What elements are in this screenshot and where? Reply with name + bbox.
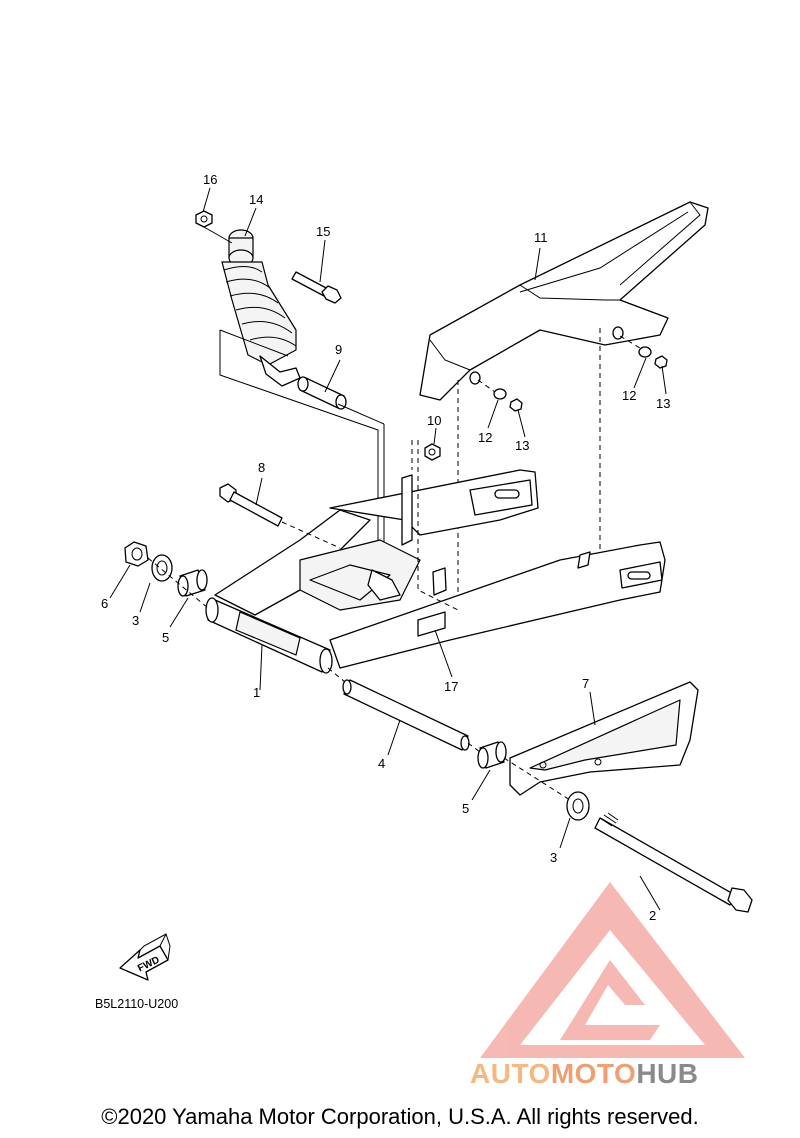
callout-5-left: 5 [162,630,169,645]
callout-5-right: 5 [462,801,469,816]
callout-10: 10 [427,413,441,428]
callout-1: 1 [253,685,260,700]
callout-12-right: 12 [622,388,636,403]
watermark-brand-moto: MOTO [550,1058,637,1089]
rear-shock-absorber [221,229,301,387]
callout-13-left: 13 [515,438,529,453]
collar [297,376,347,410]
pivot-bearing-left [177,569,208,597]
fwd-arrow-icon: FWD [119,933,171,981]
label-plate [417,611,446,637]
chain-case-washer-left [493,388,507,400]
callout-14: 14 [249,192,263,207]
chain-case [419,201,709,401]
callout-7: 7 [582,676,589,691]
callout-6: 6 [101,596,108,611]
callout-9: 9 [335,342,342,357]
callout-8: 8 [258,460,265,475]
watermark-brand-auto: AUTO [470,1058,551,1089]
pivot-shaft [342,679,470,751]
callout-13-right: 13 [656,396,670,411]
callout-leaders [109,187,667,911]
catalog-code: B5L2110-U200 [95,997,179,1011]
callout-17: 17 [444,679,458,694]
pivot-thrust-cover-right [566,791,590,821]
chain-case-washer-right [638,346,652,358]
callout-15: 15 [316,224,330,239]
pivot-shaft-bolt [594,812,753,913]
watermark-brand: AUTOMOTOHUB [470,1058,698,1090]
shock-upper-bolt [219,483,283,527]
chain-case-nut [424,443,441,461]
shock-lower-bolt [291,271,342,304]
watermark-logo [480,882,745,1058]
callout-4: 4 [378,756,385,771]
pivot-thrust-cover-left [151,554,173,582]
chain-case-bolt-right [654,355,668,369]
callout-11: 11 [534,230,548,245]
callout-16: 16 [203,172,217,187]
pivot-nut-left [124,541,149,567]
callout-3-left: 3 [132,613,139,628]
watermark-brand-hub: HUB [636,1058,699,1089]
copyright-notice: ©2020 Yamaha Motor Corporation, U.S.A. A… [101,1104,699,1129]
pivot-bearing-right [477,741,507,769]
callout-3-right: 3 [550,850,557,865]
shock-upper-nut [195,210,213,228]
callout-12-left: 12 [478,430,492,445]
swingarm [205,469,666,674]
chain-case-bolt-left [509,398,523,412]
watermark-letter-mark [560,960,660,1040]
chain-protector [509,681,699,796]
callout-2: 2 [649,908,656,923]
